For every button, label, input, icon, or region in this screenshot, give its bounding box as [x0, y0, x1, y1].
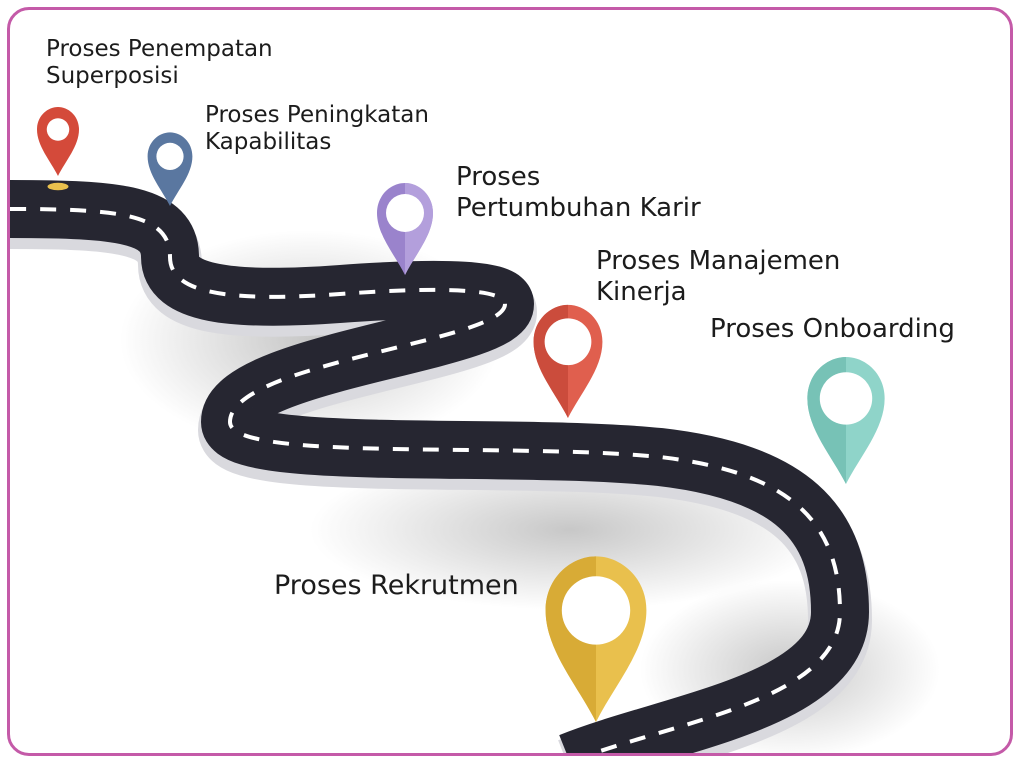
pin-kinerja [533, 304, 603, 418]
label-superposisi-line2: Superposisi [46, 63, 179, 90]
road-center-line [10, 207, 843, 753]
label-superposisi: Proses Penempatan Superposisi [46, 36, 273, 90]
label-rekrutmen: Proses Rekrutmen [274, 570, 519, 602]
label-kinerja-line1: Proses Manajemen [596, 246, 841, 276]
label-kapabilitas-line2: Kapabilitas [205, 129, 332, 156]
label-karir: Proses Pertumbuhan Karir [456, 162, 701, 223]
diagram-frame: Proses Penempatan Superposisi Proses Pen… [7, 7, 1013, 756]
label-kinerja: Proses Manajemen Kinerja [596, 246, 840, 307]
label-rekrutmen-line1: Proses Rekrutmen [274, 570, 519, 601]
label-kinerja-line2: Kinerja [596, 276, 687, 307]
label-onboarding: Proses Onboarding [710, 314, 955, 345]
label-onboarding-line1: Proses Onboarding [710, 314, 955, 344]
pin-onboarding [807, 357, 885, 484]
label-karir-line1: Proses [456, 162, 541, 192]
road-illustration [10, 107, 940, 753]
pin-kapabilitas [147, 132, 193, 206]
pin-rekrutmen [545, 556, 647, 722]
label-karir-line2: Pertumbuhan Karir [456, 192, 701, 223]
label-superposisi-line1: Proses Penempatan [46, 36, 273, 62]
label-kapabilitas-line1: Proses Peningkatan [205, 102, 429, 128]
pin-superposisi [37, 107, 79, 191]
pin-karir [377, 183, 433, 275]
label-kapabilitas: Proses Peningkatan Kapabilitas [205, 102, 429, 156]
